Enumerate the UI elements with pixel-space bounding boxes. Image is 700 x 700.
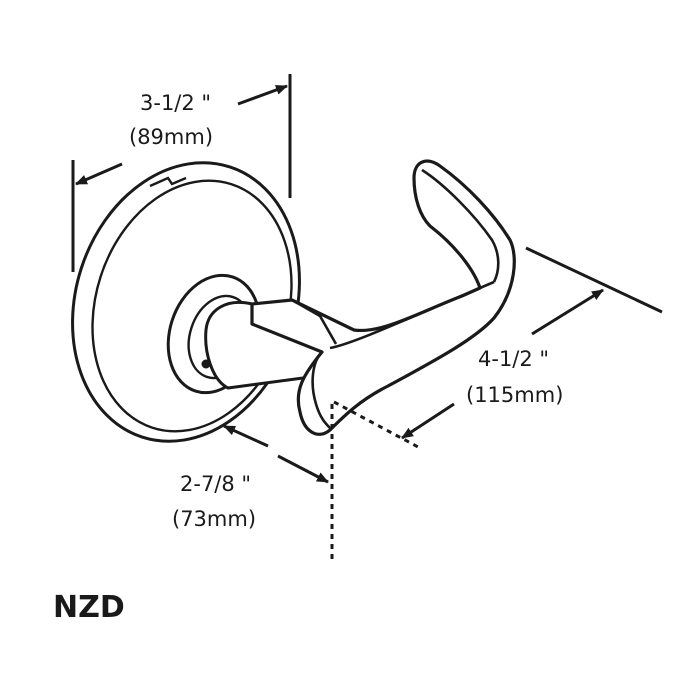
lever-outer-outline xyxy=(250,159,516,436)
lever-handle xyxy=(250,159,516,436)
lever-extension-far xyxy=(525,246,663,314)
lever-shank-face xyxy=(250,298,338,345)
lever-dim-arrow-lower xyxy=(401,402,455,440)
rose-diameter-metric: (89mm) xyxy=(129,125,213,149)
projection-metric: (73mm) xyxy=(172,507,256,531)
lever-extension-near xyxy=(333,400,421,450)
projection-imperial: 2-7/8 " xyxy=(180,472,251,496)
rose-dim-arrow-left xyxy=(75,162,123,186)
projection-arrow-right xyxy=(277,454,329,484)
dimension-lever-length xyxy=(333,246,663,450)
rose-dim-arrow-right xyxy=(237,84,288,106)
rose-diameter-imperial: 3-1/2 " xyxy=(140,91,211,115)
model-label: NZD xyxy=(53,590,125,625)
lever-dim-arrow-upper xyxy=(531,288,604,336)
dimension-projection xyxy=(223,404,334,562)
rose-notch xyxy=(149,176,187,188)
lever-length-imperial: 4-1/2 " xyxy=(478,347,549,371)
lever-front-edge xyxy=(329,280,495,350)
projection-arrow-left xyxy=(223,424,269,448)
set-screw-icon xyxy=(201,359,211,369)
lever-end-curve xyxy=(311,351,331,429)
lever-top-face xyxy=(421,168,500,283)
dimension-rose-diameter xyxy=(71,74,292,272)
lever-length-metric: (115mm) xyxy=(466,383,563,407)
